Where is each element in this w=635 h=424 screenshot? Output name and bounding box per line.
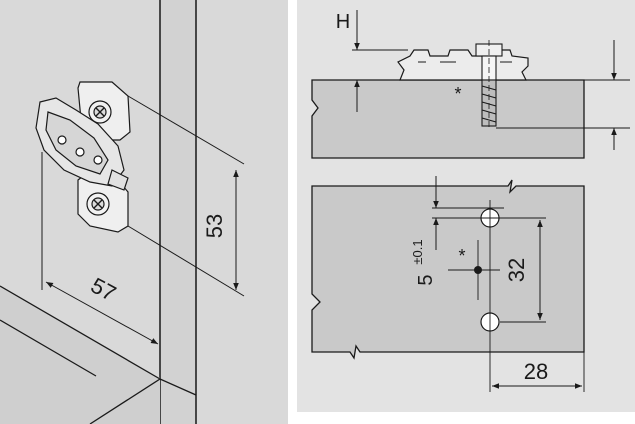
dim-53 — [127, 95, 245, 297]
dim-57 — [41, 152, 161, 346]
dim-32-label: 32 — [504, 258, 529, 282]
section-asterisk: * — [454, 84, 461, 104]
screw-top — [88, 100, 112, 124]
plan-asterisk: * — [458, 246, 465, 266]
cabinet-side-wall — [0, 0, 197, 424]
dim-h-label: H — [336, 11, 350, 33]
dim-5-label: 5 — [415, 274, 437, 285]
dim-5-tolerance: ±0.1 — [410, 239, 425, 264]
dim-53-label: 53 — [202, 214, 227, 238]
right-panel: * H * — [297, 0, 635, 412]
section-board — [311, 79, 585, 159]
centre-lines — [432, 200, 585, 392]
plan-view: * 5 ±0.1 32 — [311, 176, 585, 392]
dim-h — [312, 10, 408, 112]
dim-28-label: 28 — [524, 359, 548, 384]
section-screw — [475, 40, 503, 130]
section-view: * H — [311, 10, 630, 159]
section-plate — [397, 49, 529, 81]
left-panel: 53 57 — [0, 0, 288, 424]
plan-board — [311, 179, 585, 360]
dim-right-edge — [496, 40, 630, 150]
mounting-plate — [35, 81, 131, 233]
screw-bottom — [86, 192, 110, 216]
